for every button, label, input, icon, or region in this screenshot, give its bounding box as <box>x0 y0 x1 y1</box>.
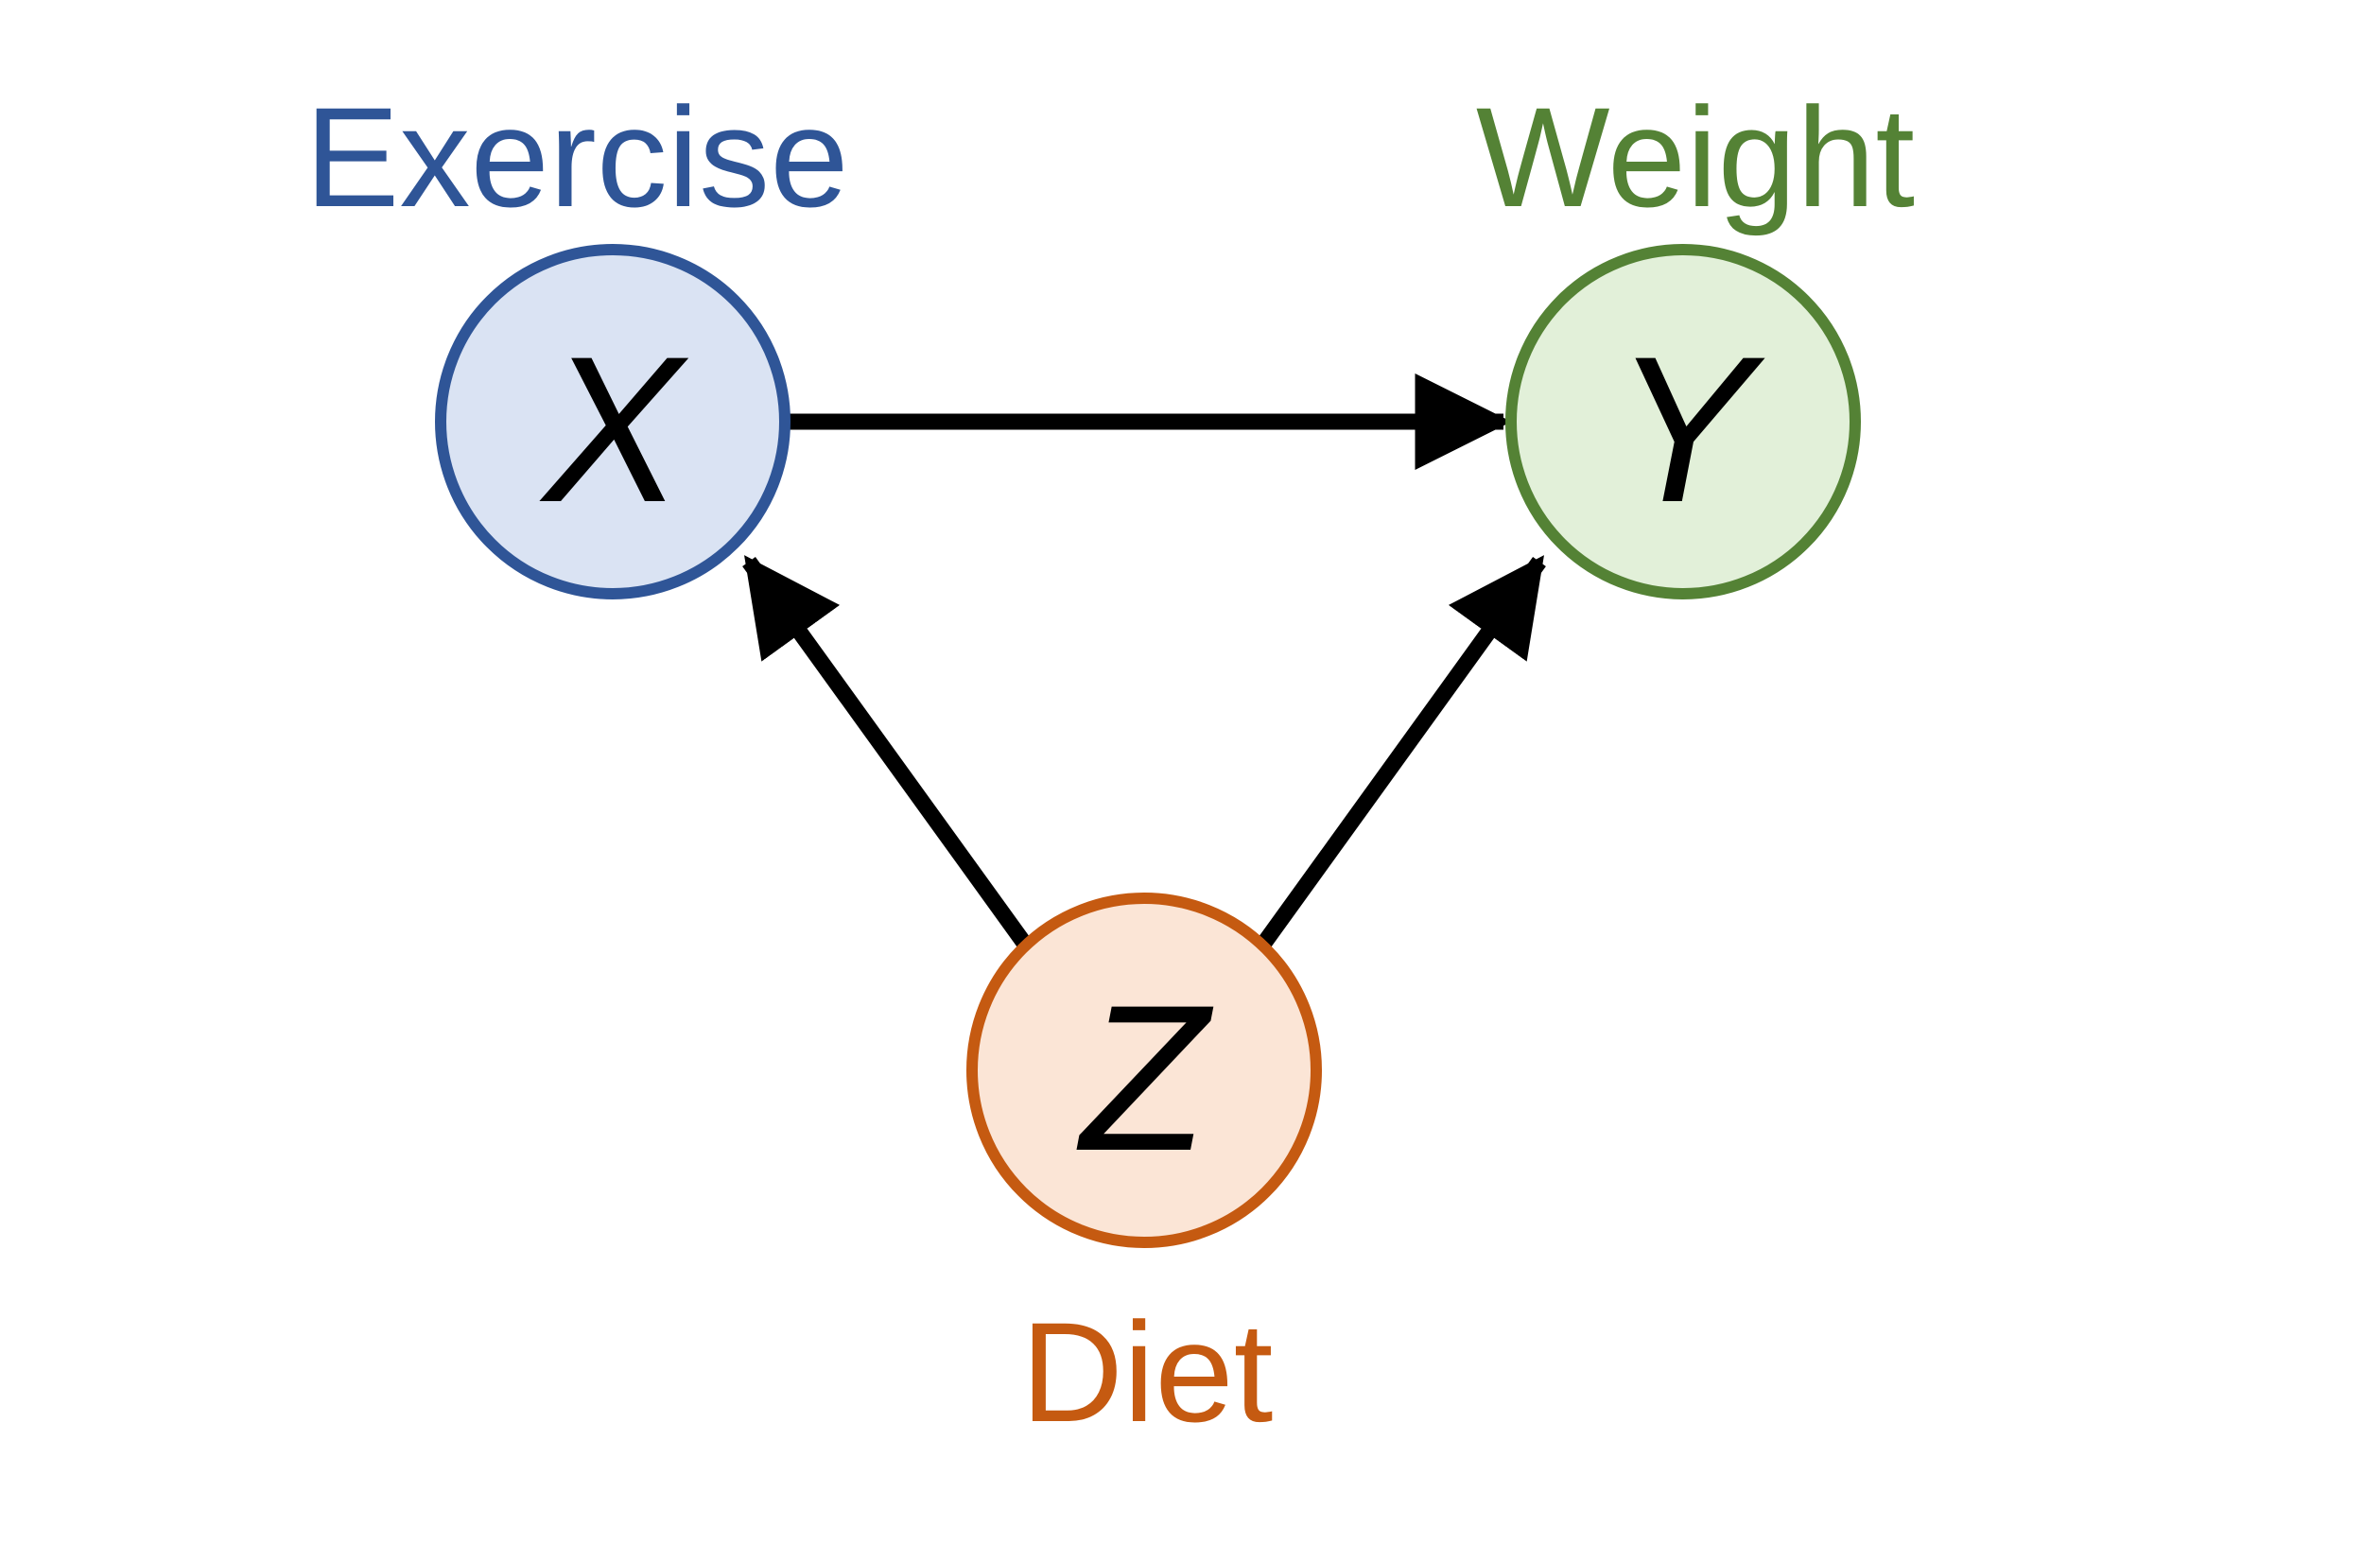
node-y-label: Weight <box>1476 78 1915 236</box>
node-x-symbol: X <box>539 313 689 546</box>
node-y-circle <box>1505 244 1861 599</box>
node-z-label: Diet <box>1021 1292 1274 1451</box>
node-x: X Exercise <box>304 78 849 599</box>
node-x-circle <box>435 244 790 599</box>
node-z-symbol: Z <box>1076 962 1214 1194</box>
node-y: Y Weight <box>1476 78 1915 599</box>
node-x-label: Exercise <box>304 78 848 236</box>
edges <box>742 373 1546 950</box>
edge-z-to-x <box>742 555 1033 950</box>
edge-z-to-y <box>1256 555 1546 950</box>
node-y-symbol: Y <box>1614 313 1765 546</box>
node-z-circle <box>966 893 1322 1248</box>
node-z: Z Diet <box>966 893 1322 1451</box>
